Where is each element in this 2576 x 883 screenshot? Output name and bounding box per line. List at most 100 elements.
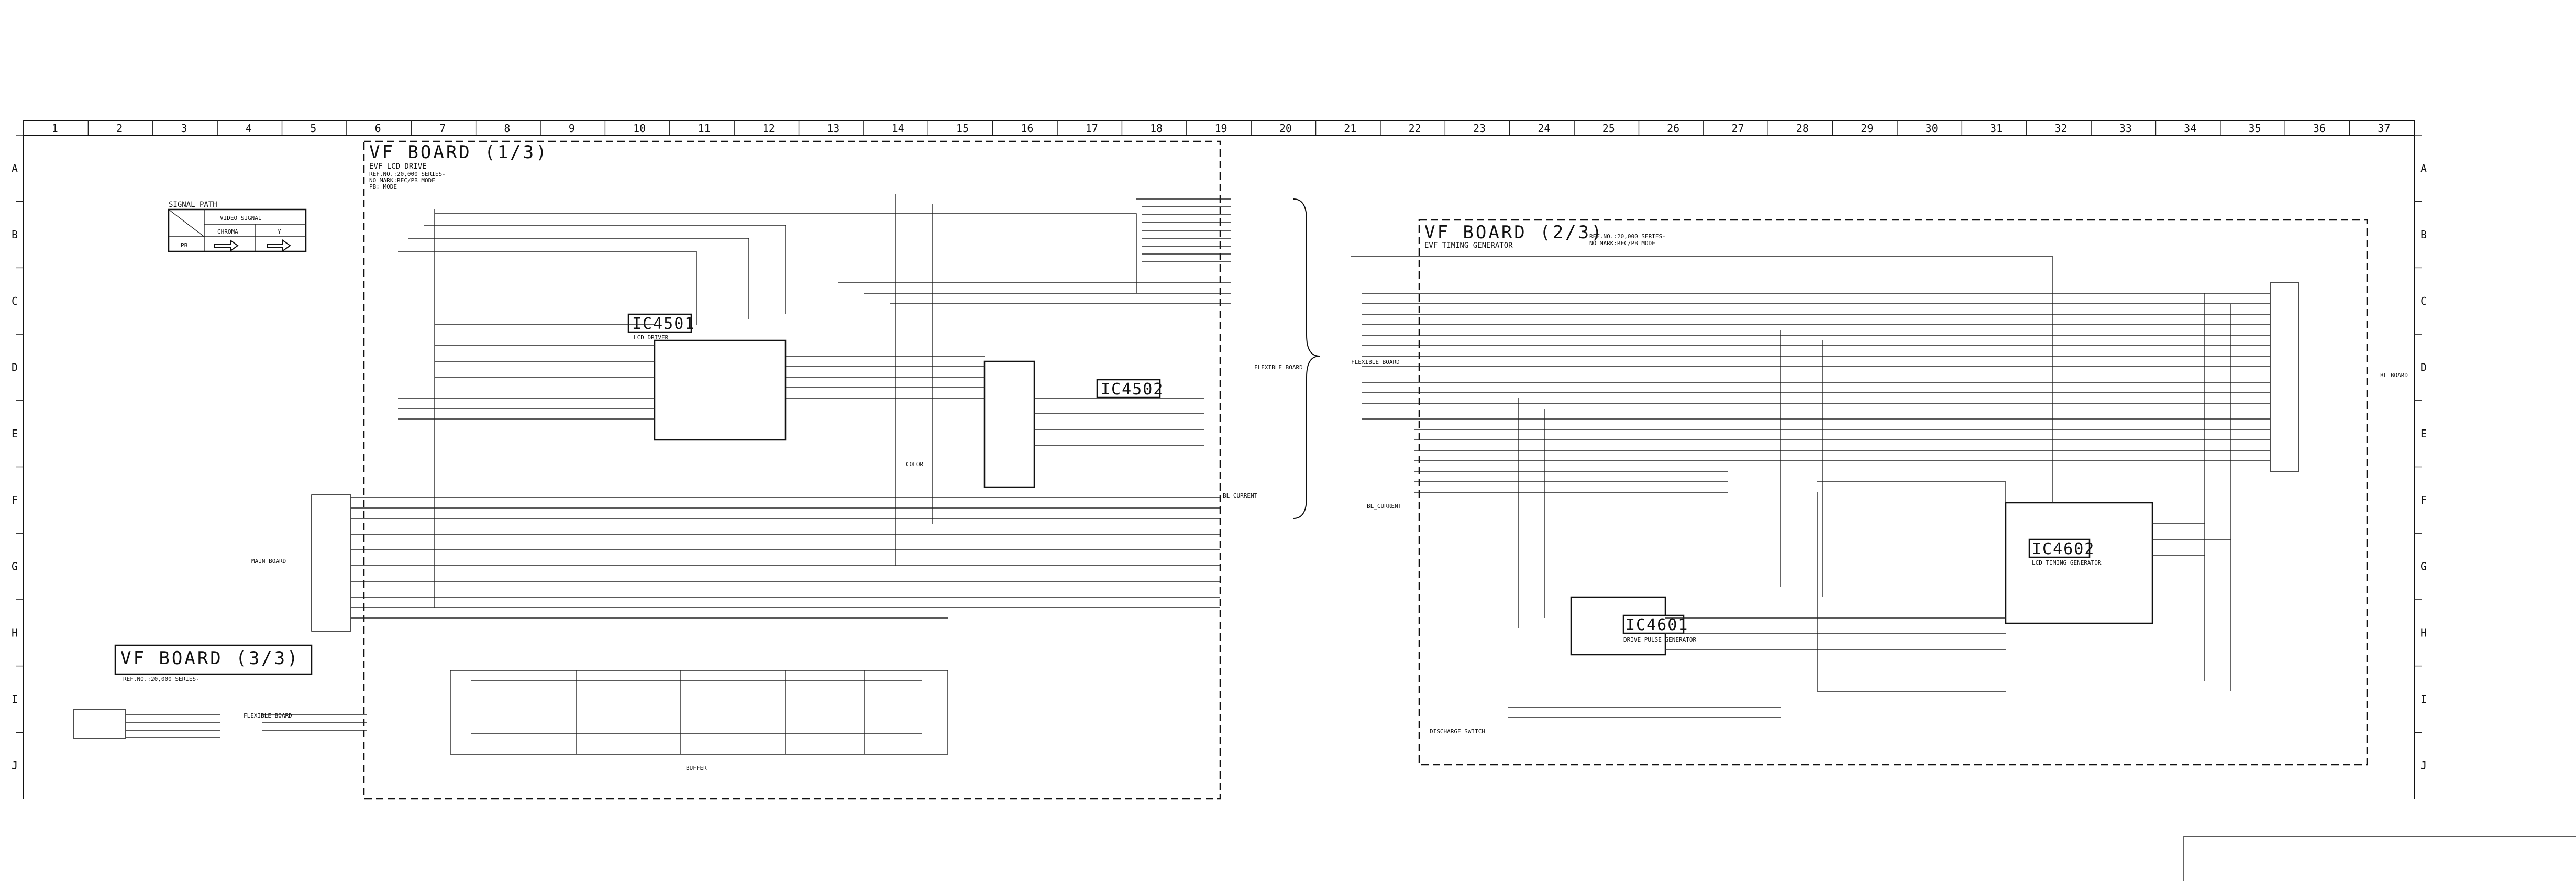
board2-subtitle: EVF TIMING GENERATOR xyxy=(1424,241,1513,250)
board2-wiring xyxy=(1351,256,2270,718)
vf-board-2-section: VF BOARD (2/3) EVF TIMING GENERATOR REF.… xyxy=(1351,219,2408,766)
grid-column-label: 24 xyxy=(1538,122,1550,135)
ic4501-body xyxy=(654,339,787,441)
board2-note-1: REF.NO.:20,000 SERIES- xyxy=(1589,233,1666,240)
board3-title: VF BOARD (3/3) xyxy=(120,648,300,669)
board2-note-2: NO MARK:REC/PB MODE xyxy=(1589,240,1655,247)
grid-row-label: F xyxy=(2420,494,2427,506)
grid-column-label: 22 xyxy=(1409,122,1421,135)
board1-outline xyxy=(363,140,1221,800)
grid-row-label: H xyxy=(12,626,18,639)
chroma-arrow-icon xyxy=(214,239,239,252)
grid-column-label: 23 xyxy=(1473,122,1486,135)
ic4601-function: DRIVE PULSE GENERATOR xyxy=(1623,636,1696,643)
color-label: COLOR xyxy=(906,461,923,468)
flexible-board-label-3: FLEXIBLE BOARD xyxy=(1351,359,1400,366)
board1-brace xyxy=(1293,198,1320,519)
bl-board-connector xyxy=(2270,282,2299,472)
grid-column-label: 17 xyxy=(1086,122,1098,135)
grid-column-label: 37 xyxy=(2378,122,2390,135)
board1-note-3: PB: MODE xyxy=(369,183,397,190)
grid-column-label: 7 xyxy=(439,122,446,135)
grid-row-label: B xyxy=(12,228,18,241)
flexible-board-label-1: FLEXIBLE BOARD xyxy=(1254,364,1303,371)
board1-title: VF BOARD (1/3) xyxy=(369,142,549,163)
grid-row-label: A xyxy=(2420,162,2427,174)
grid-row-label: J xyxy=(2420,759,2427,772)
board1-note-1: REF.NO.:20,000 SERIES- xyxy=(369,171,446,178)
legend-y: Y xyxy=(278,228,281,235)
vf-board-1-section: VF BOARD (1/3) EVF LCD DRIVE REF.NO.:20,… xyxy=(251,140,1320,800)
grid-column-label: 27 xyxy=(1732,122,1744,135)
grid-column-label: 21 xyxy=(1344,122,1356,135)
grid-column-label: 34 xyxy=(2184,122,2196,135)
grid-column-label: 10 xyxy=(633,122,646,135)
ic4602-label: IC4602 xyxy=(2032,540,2095,558)
board2-title: VF BOARD (2/3) xyxy=(1424,222,1604,243)
board3-title-frame xyxy=(114,644,313,675)
grid-column-label: 16 xyxy=(1021,122,1033,135)
grid-column-label: 12 xyxy=(762,122,775,135)
ic4501-label: IC4501 xyxy=(632,315,695,333)
grid-column-label: 9 xyxy=(569,122,575,135)
grid-row-label: I xyxy=(2420,693,2427,705)
grid-row-label: E xyxy=(12,427,18,440)
grid-column-label: 29 xyxy=(1861,122,1873,135)
grid-column-label: 2 xyxy=(116,122,123,135)
main-board-label: MAIN BOARD xyxy=(251,558,286,565)
ic4502-body xyxy=(983,360,1035,488)
grid-column-label: 35 xyxy=(2249,122,2261,135)
grid-column-label: 6 xyxy=(375,122,381,135)
grid-row-label: C xyxy=(2420,295,2427,307)
board3-connector xyxy=(73,709,126,739)
grid-column-label: 18 xyxy=(1150,122,1163,135)
grid-column-label: 3 xyxy=(181,122,187,135)
signal-path-legend: SIGNAL PATH VIDEO SIGNAL CHROMA Y PB xyxy=(168,201,307,252)
legend-title: SIGNAL PATH xyxy=(169,201,217,209)
bl-current-label-2: BL_CURRENT xyxy=(1367,503,1402,510)
grid-row-label: A xyxy=(12,162,18,174)
grid-column-label: 26 xyxy=(1667,122,1679,135)
buffer-label: BUFFER xyxy=(686,765,707,771)
legend-col-header: VIDEO SIGNAL xyxy=(220,215,262,222)
grid-column-label: 14 xyxy=(892,122,904,135)
grid-row-label: G xyxy=(12,560,18,573)
legend-row-pb: PB xyxy=(181,242,188,249)
board1-wiring xyxy=(351,194,1231,755)
ic4502-label-frame xyxy=(1096,379,1161,399)
grid-column-label: 28 xyxy=(1796,122,1809,135)
grid-column-label: 20 xyxy=(1279,122,1292,135)
vf-board-3-section: VF BOARD (3/3) REF.NO.:20,000 SERIES- FL… xyxy=(73,644,367,739)
grid-column-label: 30 xyxy=(1926,122,1938,135)
ic4501-label-frame xyxy=(627,313,692,333)
grid-row-label: B xyxy=(2420,228,2427,241)
ic4602-label-frame xyxy=(2028,538,2091,558)
grid-column-label: 19 xyxy=(1215,122,1228,135)
legend-chroma: CHROMA xyxy=(217,228,238,235)
grid-column-label: 11 xyxy=(698,122,710,135)
board1-subtitle: EVF LCD DRIVE xyxy=(369,162,427,171)
grid-column-label: 25 xyxy=(1602,122,1615,135)
grid-column-label: 5 xyxy=(310,122,316,135)
main-board-connector xyxy=(311,494,351,632)
grid-row-label: G xyxy=(2420,560,2427,573)
grid-row-label: E xyxy=(2420,427,2427,440)
grid-column-label: 32 xyxy=(2054,122,2067,135)
grid-column-label: 15 xyxy=(956,122,969,135)
grid-column-label: 33 xyxy=(2119,122,2132,135)
bl-current-label: BL_CURRENT xyxy=(1223,492,1258,499)
ic4502-label: IC4502 xyxy=(1101,380,1164,399)
board3-note-1: REF.NO.:20,000 SERIES- xyxy=(123,676,200,682)
ic4601-label: IC4601 xyxy=(1626,616,1688,634)
bl-board-label: BL BOARD xyxy=(2380,372,2408,379)
board1-note-2: NO MARK:REC/PB MODE xyxy=(369,177,435,184)
grid-column-label: 1 xyxy=(52,122,58,135)
grid-row-label: D xyxy=(2420,361,2427,373)
ic4602-function: LCD TIMING GENERATOR xyxy=(2032,559,2102,566)
grid-column-label: 13 xyxy=(827,122,839,135)
